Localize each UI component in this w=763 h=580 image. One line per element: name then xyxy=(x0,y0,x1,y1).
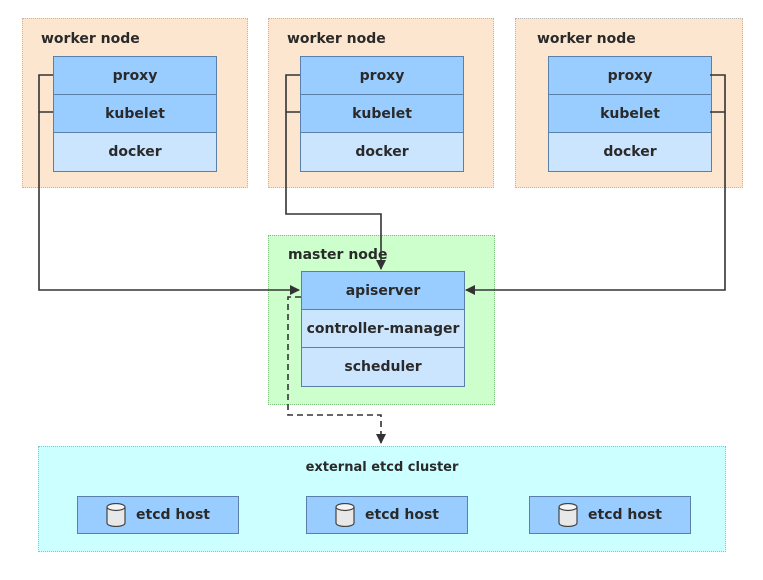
worker-node-1: worker node proxy kubelet docker xyxy=(22,18,248,188)
worker-2-docker[interactable]: docker xyxy=(301,133,463,171)
etcd-host-2-label: etcd host xyxy=(365,507,439,523)
worker-node-2: worker node proxy kubelet docker xyxy=(268,18,494,188)
master-node-stack: apiserver controller-manager scheduler xyxy=(301,271,465,387)
worker-3-kubelet[interactable]: kubelet xyxy=(549,95,711,133)
etcd-host-3-label: etcd host xyxy=(588,507,662,523)
worker-node-1-stack: proxy kubelet docker xyxy=(53,56,217,172)
etcd-host-2[interactable]: etcd host xyxy=(306,496,468,534)
worker-node-3: worker node proxy kubelet docker xyxy=(515,18,743,188)
worker-node-3-label: worker node xyxy=(537,31,636,47)
database-icon xyxy=(558,503,578,527)
master-node-label: master node xyxy=(288,247,388,263)
worker-node-3-stack: proxy kubelet docker xyxy=(548,56,712,172)
worker-3-docker[interactable]: docker xyxy=(549,133,711,171)
worker-node-1-label: worker node xyxy=(41,31,140,47)
etcd-host-1[interactable]: etcd host xyxy=(77,496,239,534)
master-apiserver[interactable]: apiserver xyxy=(302,272,464,310)
etcd-host-3[interactable]: etcd host xyxy=(529,496,691,534)
worker-node-2-label: worker node xyxy=(287,31,386,47)
worker-node-2-stack: proxy kubelet docker xyxy=(300,56,464,172)
worker-1-kubelet[interactable]: kubelet xyxy=(54,95,216,133)
worker-2-proxy[interactable]: proxy xyxy=(301,57,463,95)
master-node: master node apiserver controller-manager… xyxy=(268,235,495,405)
database-icon xyxy=(335,503,355,527)
database-icon xyxy=(106,503,126,527)
worker-1-proxy[interactable]: proxy xyxy=(54,57,216,95)
worker-3-proxy[interactable]: proxy xyxy=(549,57,711,95)
etcd-host-1-label: etcd host xyxy=(136,507,210,523)
master-scheduler[interactable]: scheduler xyxy=(302,348,464,386)
worker-1-docker[interactable]: docker xyxy=(54,133,216,171)
etcd-cluster-label: external etcd cluster xyxy=(305,460,459,475)
master-controller-manager[interactable]: controller-manager xyxy=(302,310,464,348)
worker-2-kubelet[interactable]: kubelet xyxy=(301,95,463,133)
etcd-cluster: external etcd cluster etcd host etcd hos… xyxy=(38,446,726,552)
